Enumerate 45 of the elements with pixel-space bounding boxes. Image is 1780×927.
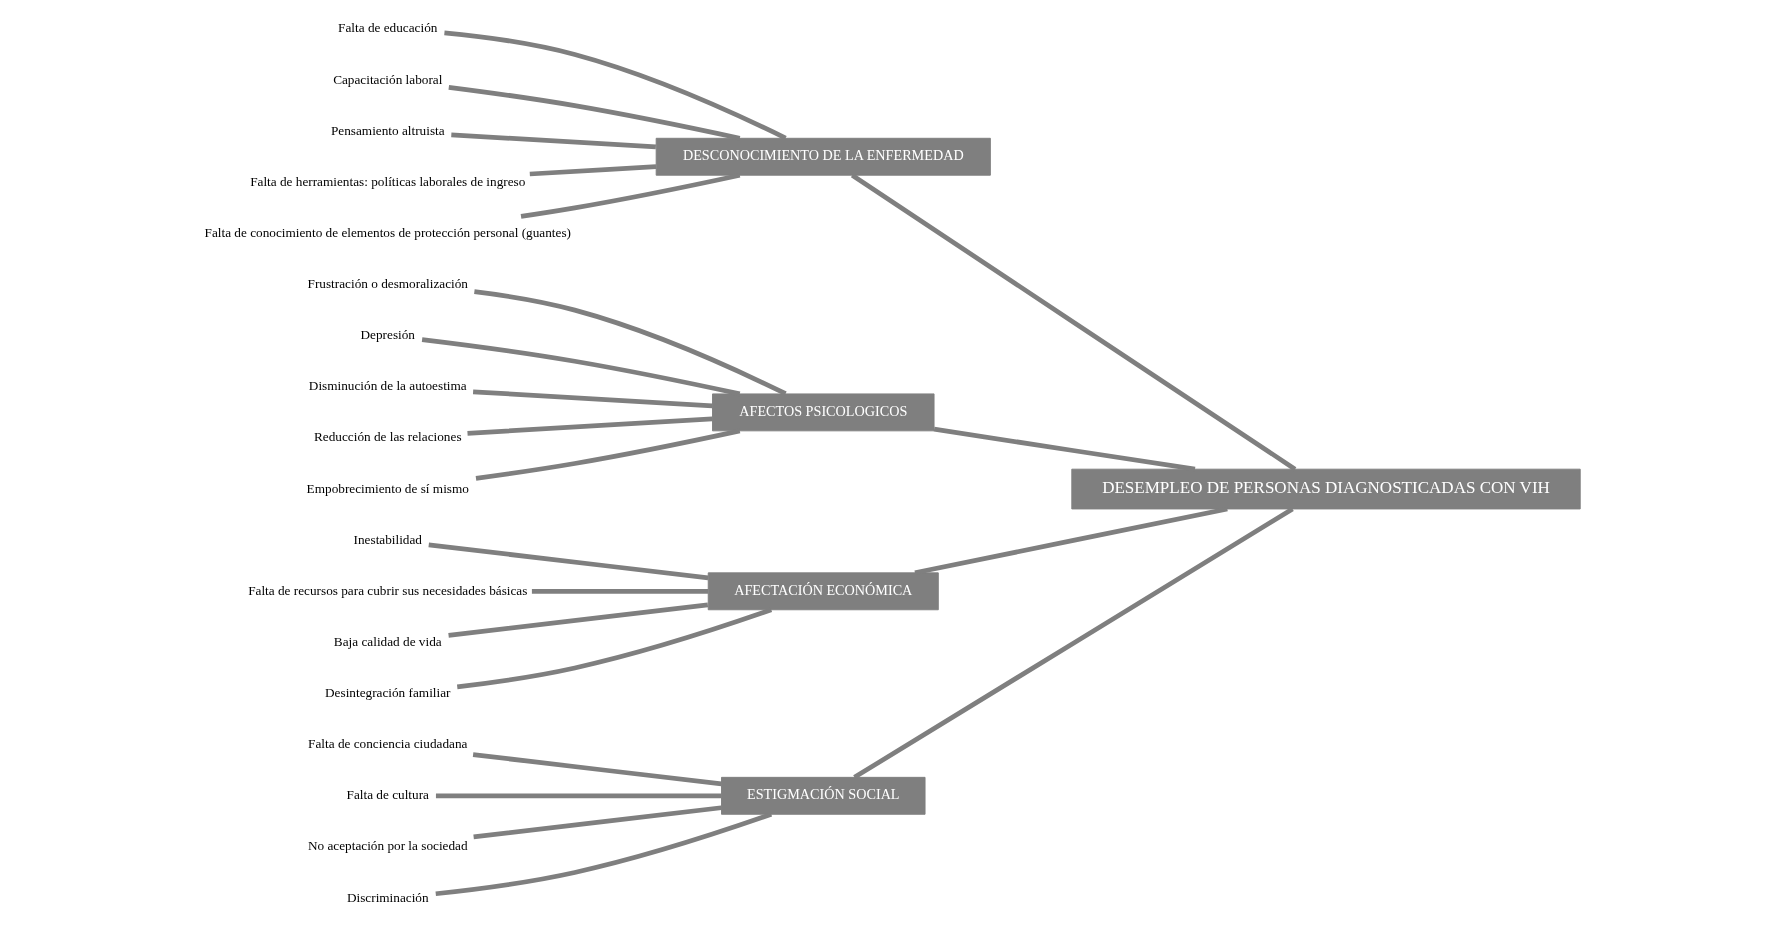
connector xyxy=(852,506,1294,780)
node-box: DESCONOCIMIENTO DE LA ENFERMEDAD xyxy=(655,137,991,176)
node-text: Discriminación xyxy=(346,889,429,905)
connector xyxy=(466,416,712,436)
connector xyxy=(475,428,740,481)
node-text: Disminución de la autoestima xyxy=(308,378,467,394)
connector xyxy=(473,289,787,396)
connector xyxy=(434,812,772,897)
node-box: ESTIGMACIÓN SOCIAL xyxy=(720,776,926,815)
node-box: AFECTOS PSICOLOGICOS xyxy=(711,393,935,432)
connector xyxy=(421,337,740,397)
connector xyxy=(450,132,656,150)
node-text: No aceptación por la sociedad xyxy=(307,838,468,854)
connector xyxy=(447,602,708,638)
node-text: Pensamiento altruista xyxy=(330,122,445,138)
node-text: Falta de conocimiento de elementos de protección personal (guantes) xyxy=(204,224,571,240)
node-text: Baja calidad de vida xyxy=(333,633,442,649)
node-text: Desintegración familiar xyxy=(324,685,451,701)
node-text: Reducción de las relaciones xyxy=(313,429,462,445)
node-text: Empobrecimiento de sí mismo xyxy=(306,480,469,496)
node-text: Frustración o desmoralización xyxy=(307,276,468,292)
connector xyxy=(443,30,787,141)
connector xyxy=(448,84,740,141)
connector xyxy=(529,164,656,177)
connector xyxy=(472,752,722,787)
connector xyxy=(520,172,740,219)
connector xyxy=(435,793,721,799)
connector xyxy=(933,426,1195,472)
connector xyxy=(850,173,1296,472)
node-box: AFECTACIÓN ECONÓMICA xyxy=(707,572,939,611)
connector xyxy=(472,805,722,840)
node-text: Depresión xyxy=(360,327,415,343)
connector xyxy=(427,542,708,581)
node-box: DESEMPLEO DE PERSONAS DIAGNOSTICADAS CON VIH xyxy=(1070,468,1581,510)
node-text: Falta de recursos para cubrir sus necesidades básicas xyxy=(247,582,527,598)
connector xyxy=(456,607,772,690)
node-text: Falta de herramientas: políticas laborales de ingreso xyxy=(249,173,525,189)
node-text: Falta de conciencia ciudadana xyxy=(307,736,467,752)
connector xyxy=(472,389,712,409)
node-text: Capacitación laboral xyxy=(332,71,442,87)
node-text: Inestabilidad xyxy=(353,531,422,547)
connector xyxy=(531,588,708,594)
connector xyxy=(913,506,1228,576)
node-text: Falta de cultura xyxy=(346,787,429,803)
node-text: Falta de educación xyxy=(337,20,437,36)
